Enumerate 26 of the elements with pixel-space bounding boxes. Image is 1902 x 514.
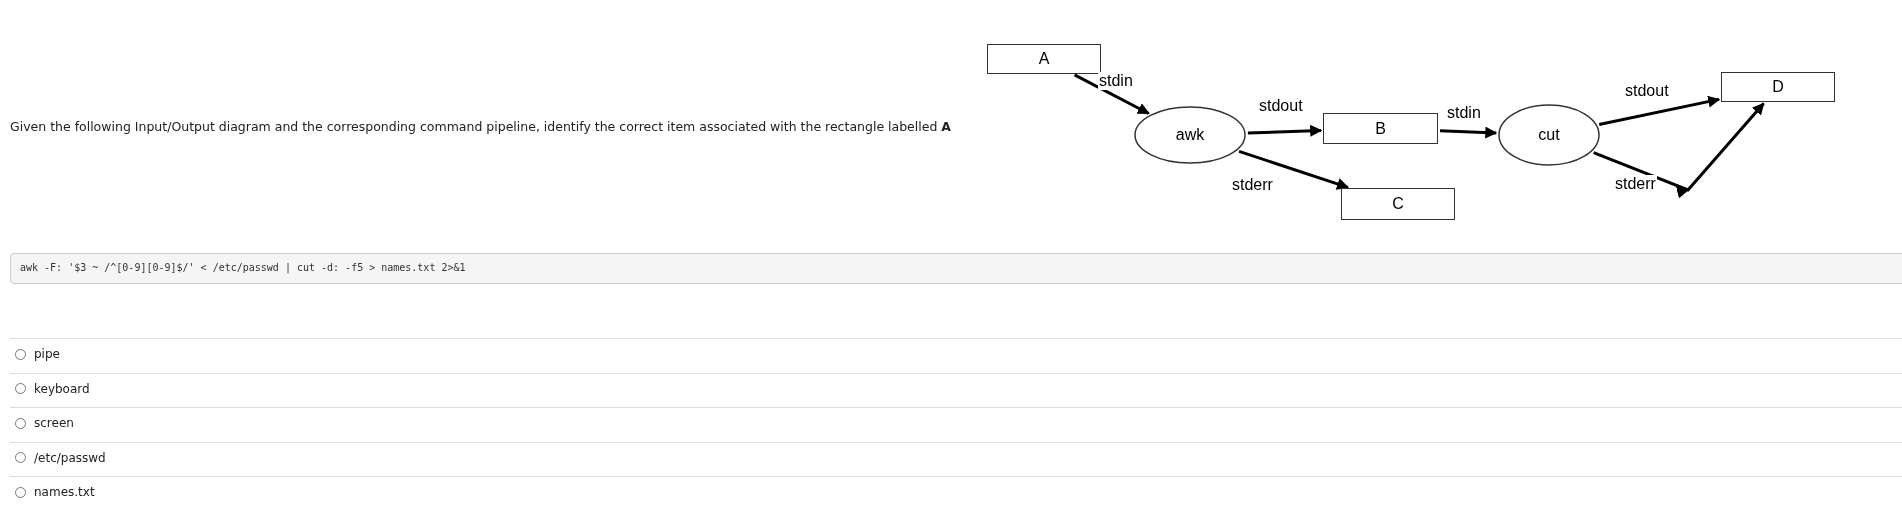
node-label: C xyxy=(1392,195,1404,213)
edge-label: stdin xyxy=(1098,72,1134,90)
option-label: pipe xyxy=(34,347,60,361)
process-ellipse xyxy=(1134,106,1246,164)
option-label: /etc/passwd xyxy=(34,450,106,465)
process-ellipse xyxy=(1498,104,1600,166)
node-label: cut xyxy=(1538,126,1560,144)
file-box xyxy=(1721,72,1835,102)
node-label: A xyxy=(1038,50,1050,68)
arrow xyxy=(1073,73,1150,115)
arrow xyxy=(1439,126,1498,139)
file-box xyxy=(987,44,1101,74)
option-label: names.txt xyxy=(34,485,95,499)
code-block: awk -F: '$3 ~ /^[0-9][0-9]$/' < /etc/passwd | cut -d: -f5 > names.txt 2>&1 xyxy=(10,253,1902,284)
node-label: B xyxy=(1375,119,1386,138)
question-text: Given the following Input/Output diagram and the corresponding command pipeline, identify the correct item associated with the rectangle labelled A xyxy=(10,119,952,134)
option-label: screen xyxy=(34,416,74,430)
arrow xyxy=(1598,95,1721,126)
arrow xyxy=(1593,102,1765,198)
arrow xyxy=(1247,124,1323,137)
file-box xyxy=(1341,188,1455,220)
arrow xyxy=(1238,149,1350,190)
option-label: keyboard xyxy=(34,381,90,396)
node-label: awk xyxy=(1175,126,1205,144)
node-label: D xyxy=(1772,78,1784,96)
file-box xyxy=(1323,113,1438,144)
